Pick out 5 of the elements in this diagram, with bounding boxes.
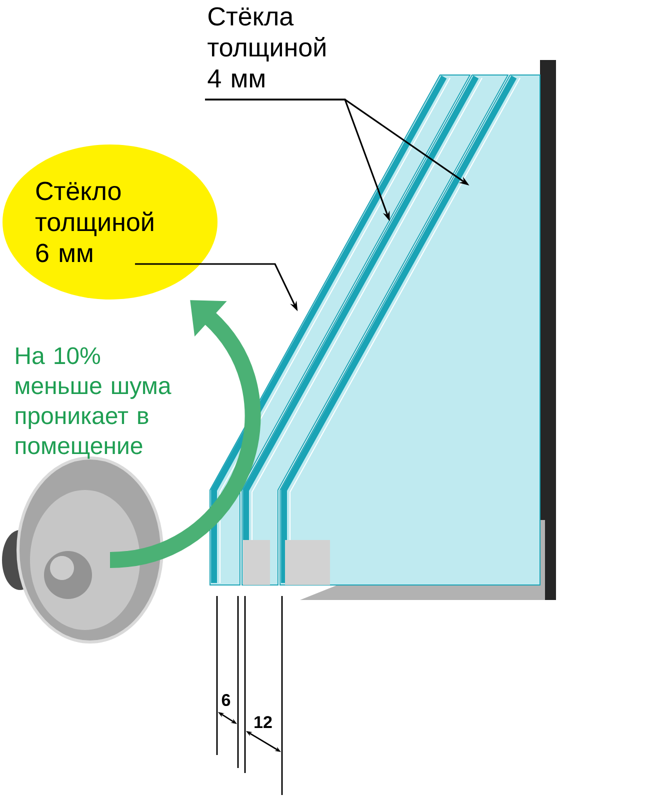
dimension-label: 12 bbox=[254, 716, 272, 728]
note-text: На 10% меньше шума проникает в помещение bbox=[16, 347, 172, 459]
glass-pane bbox=[280, 74, 540, 586]
callout-text: Стёкла толщиной 4 мм bbox=[208, 7, 326, 88]
dimension-label: 6 bbox=[222, 694, 230, 706]
